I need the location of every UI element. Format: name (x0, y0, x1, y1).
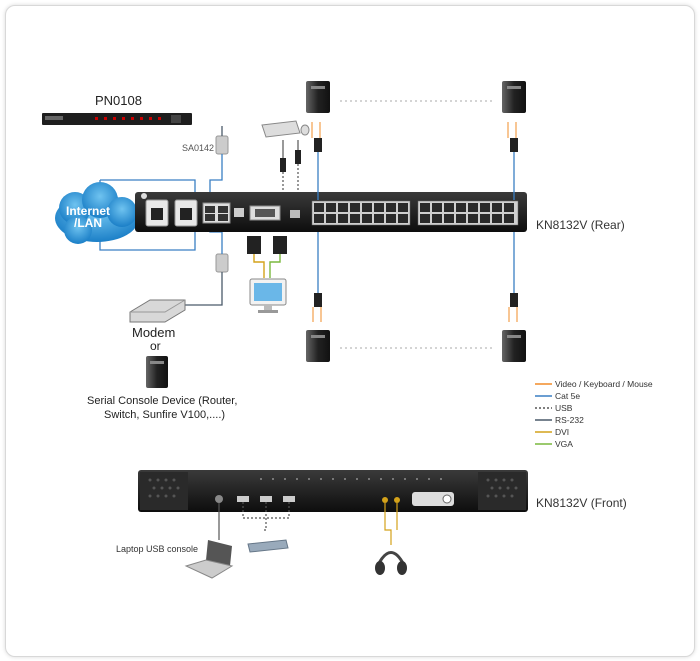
usb-stick-icon (247, 539, 289, 553)
legend-item-vga: VGA (555, 439, 573, 449)
monitor-icon (249, 278, 287, 313)
sa0142-adapter (215, 135, 229, 273)
or-label-modem: or (150, 339, 161, 353)
cpu-module-top (311, 122, 518, 152)
serial-console-tower (146, 356, 168, 388)
headset-icon (375, 551, 407, 575)
internet-lan-cloud (55, 182, 139, 244)
modem-label: Modem (132, 325, 176, 340)
laptop-icon (184, 540, 234, 579)
kn8132v-front-chassis (138, 470, 528, 512)
keyboard-mouse-icon (261, 120, 310, 138)
serial-console-label-line1: Serial Console Device (Router, (87, 395, 238, 407)
server-bottom-right (502, 330, 526, 362)
server-top-right (502, 81, 526, 113)
legend-item-dvi: DVI (555, 427, 570, 437)
legend: Video / Keyboard / Mouse Cat 5e USB RS-2… (533, 378, 653, 450)
modem-icon (129, 299, 186, 323)
laptop-usb-console-label: Laptop USB console (116, 544, 199, 554)
kn8132v-front-label: KN8132V (Front) (536, 496, 627, 510)
internet-lan-label: Internet /LAN (66, 204, 111, 230)
legend-item-rs232: RS-232 (555, 415, 584, 425)
legend-item-video: Video / Keyboard / Mouse (555, 379, 653, 389)
kn8132v-rear-label: KN8132V (Rear) (536, 218, 625, 232)
kn8132v-rear-chassis (135, 192, 527, 232)
usb-plug-icon (280, 150, 301, 172)
cpu-module-bottom (312, 293, 518, 322)
server-top-left (306, 81, 330, 113)
pn0108-label: PN0108 (95, 93, 142, 108)
legend-item-cat5e: Cat 5e (555, 391, 581, 401)
or-label-video: or (276, 234, 285, 244)
legend-item-usb: USB (555, 403, 573, 413)
serial-console-label-line2: Switch, Sunfire V100,....) (104, 409, 226, 421)
pn0108-device (42, 113, 192, 125)
server-bottom-left (306, 330, 330, 362)
legend-swatches (535, 383, 552, 445)
sa0142-label: SA0142 (182, 143, 215, 153)
video-connectors (247, 236, 287, 254)
